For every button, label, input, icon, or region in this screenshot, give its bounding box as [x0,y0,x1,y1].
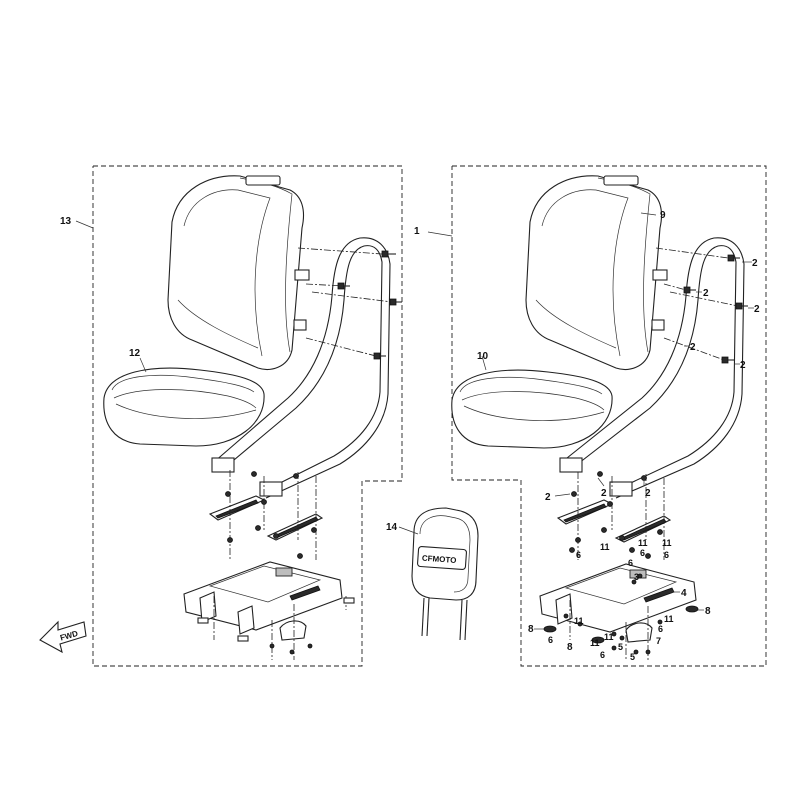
callout-11-b: 11 [638,538,648,548]
right-seat-assembly: 1 9 10 2 2 2 2 2 2 2 2 11 6 11 11 6 [414,165,767,667]
headrest-logo: CFMOTO [422,554,457,565]
callout-11-g: 11 [664,614,674,624]
callout-2-f: 2 [545,492,551,503]
callout-10: 10 [477,351,489,362]
right-bolts [655,247,748,364]
callout-6-e: 6 [548,635,553,645]
callout-2-d: 2 [690,342,696,353]
right-slide-rails [556,499,672,543]
right-assembly-outline [451,165,767,667]
right-seat-frame [559,237,745,499]
left-bolts [297,247,402,360]
left-seat-back [167,175,310,370]
callout-6-c: 6 [664,550,669,560]
callout-8-b: 8 [528,624,534,635]
callout-14: 14 [386,522,398,533]
left-base-plate [183,561,343,641]
callout-11-d: 11 [574,616,584,626]
left-seat-cushion [103,367,265,447]
callout-6-a: 6 [576,550,581,560]
callout-1: 1 [414,226,420,237]
callout-2-g: 2 [601,488,607,499]
callout-11-e: 11 [590,638,600,648]
callout-4: 4 [681,588,687,599]
callout-8-c: 8 [567,642,573,653]
left-assembly-outline [92,165,403,667]
callout-2-h: 2 [645,488,651,499]
callout-11-f: 11 [604,632,614,642]
callout-6-b: 6 [640,548,645,558]
callout-9: 9 [660,210,666,221]
left-seat-frame [211,237,391,499]
callout-6-g: 6 [658,624,663,634]
right-callouts: 1 9 10 2 2 2 2 2 2 2 2 11 6 11 11 6 [414,210,760,662]
callout-12: 12 [129,348,141,359]
right-seat-cushion [451,369,613,449]
callout-7: 7 [656,636,661,646]
callout-11-c: 11 [662,538,672,548]
callout-5-a: 5 [618,642,623,652]
callout-3: 3 [634,572,639,582]
fwd-arrow-icon: FWD [39,620,87,654]
callout-13: 13 [60,216,72,227]
callout-11-a: 11 [600,542,610,552]
callout-2-c: 2 [754,304,760,315]
callout-2-a: 2 [752,258,758,269]
right-hardware [543,471,699,660]
right-base-plate [539,563,697,643]
callout-8-a: 8 [705,606,711,617]
callout-2-e: 2 [740,360,746,371]
callout-6-d: 6 [628,558,633,568]
callout-5-b: 5 [630,652,635,662]
left-seat-assembly: 13 12 [60,165,403,667]
right-seat-back [525,175,668,370]
left-hardware [197,470,355,660]
callout-6-f: 6 [600,650,605,660]
headrest: CFMOTO 14 [386,507,479,641]
callout-2-b: 2 [703,288,709,299]
